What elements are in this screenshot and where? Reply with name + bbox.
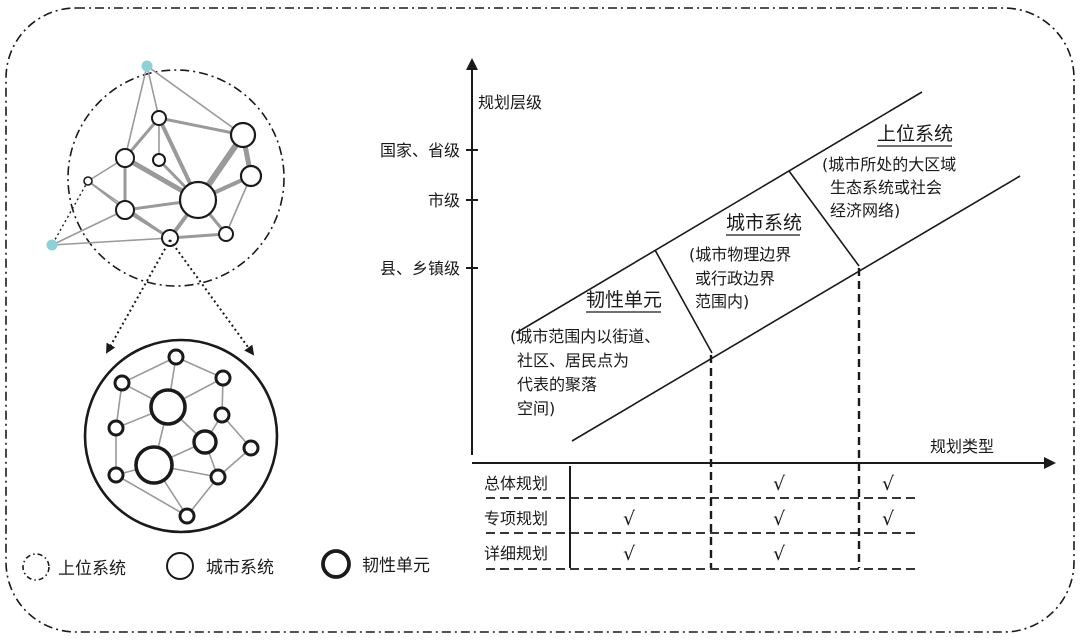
band-desc-line: 代表的聚落: [517, 375, 597, 394]
network-node: [115, 200, 135, 220]
legend-city-symbol: [166, 552, 194, 580]
y-axis-label: 规划层级: [478, 93, 542, 112]
resilience-unit-node: [192, 429, 218, 455]
resilience-unit-node: [242, 439, 260, 457]
table-row-label: 总体规划: [484, 474, 548, 493]
table-row-label: 专项规划: [484, 509, 548, 528]
resilience-unit-node: [149, 388, 187, 426]
band-desc-line: 或行政边界: [695, 269, 775, 288]
band-desc-line: 范围内): [695, 292, 749, 311]
resilience-unit-node: [209, 468, 227, 486]
band-desc-line: 空间): [517, 399, 555, 418]
y-tick-label: 市级: [428, 191, 460, 210]
band-divider: [654, 249, 713, 354]
band-desc-line: 社区、居民点为: [517, 351, 629, 370]
resilience-unit-node: [213, 406, 231, 424]
y-tick-label: 国家、省级: [380, 141, 460, 160]
planning-table: 总体规划 专项规划 详细规划 √ √ √ √ √ √ √: [484, 466, 920, 570]
legend-upper-label: 上位系统: [58, 559, 126, 579]
zoom-arrow-right: [169, 239, 255, 356]
external-node: [141, 60, 153, 72]
y-tick-label: 县、乡镇级: [380, 259, 460, 278]
upper-boundary-circle: [67, 69, 285, 287]
check-mark: √: [623, 543, 636, 565]
band-desc-line: (城市所处的大区域: [822, 155, 956, 174]
network-node: [161, 229, 179, 247]
band-title: 城市系统: [726, 212, 802, 234]
network-node: [83, 176, 93, 186]
external-node: [46, 239, 58, 251]
band-lower-edge: [571, 175, 1021, 442]
check-mark: √: [882, 473, 895, 495]
band-desc-line: (城市范围内以街道、: [510, 327, 660, 346]
band-desc-line: 经济网络): [830, 201, 900, 220]
legend-unit-label: 韧性单元: [362, 556, 430, 576]
legend-upper-symbol: [22, 553, 50, 581]
zoom-arrow-left: [106, 239, 171, 354]
network-node: [178, 180, 218, 220]
upper-system-network: [46, 60, 285, 287]
band-title: 韧性单元: [586, 289, 662, 311]
legend-unit-symbol: [321, 549, 351, 579]
band-title: 上位系统: [877, 123, 953, 145]
resilience-unit-node: [167, 348, 185, 366]
check-mark: √: [623, 508, 636, 530]
resilience-unit-node: [178, 507, 196, 525]
check-mark: √: [773, 543, 786, 565]
band-desc-line: (城市物理边界: [689, 245, 791, 264]
band-city-system: 城市系统 (城市物理边界 或行政边界 范围内): [689, 212, 802, 311]
resilience-unit-node: [134, 445, 174, 485]
band-upper-system: 上位系统 (城市所处的大区域 生态系统或社会 经济网络): [822, 123, 956, 220]
band-desc-line: 生态系统或社会: [830, 178, 942, 197]
legend-city-label: 城市系统: [206, 558, 274, 578]
band-upper-edge: [515, 91, 923, 334]
check-mark: √: [773, 508, 786, 530]
city-system-network: [83, 338, 279, 534]
check-mark: √: [882, 508, 895, 530]
network-node: [151, 110, 167, 126]
band-resilience-unit: 韧性单元 (城市范围内以街道、 社区、居民点为 代表的聚落 空间): [510, 289, 662, 418]
outer-frame: [5, 7, 1075, 633]
resilience-unit-node: [107, 419, 125, 437]
network-node: [218, 226, 234, 242]
resilience-unit-node: [113, 374, 131, 392]
network-node: [229, 121, 257, 149]
axes: 规划层级 规划类型 国家、省级 市级 县、乡镇级: [380, 58, 1056, 469]
band-divider: [788, 170, 860, 267]
resilience-unit-node: [214, 369, 232, 387]
resilience-unit-node: [107, 466, 125, 484]
planning-band: [515, 91, 1021, 442]
check-mark: √: [773, 473, 786, 495]
network-node: [115, 148, 135, 168]
x-axis-label: 规划类型: [930, 437, 994, 456]
network-node: [152, 153, 166, 167]
legend: 上位系统 城市系统 韧性单元: [22, 549, 430, 581]
table-row-label: 详细规划: [484, 544, 548, 563]
city-boundary-circle: [83, 338, 279, 534]
network-node: [239, 164, 263, 188]
